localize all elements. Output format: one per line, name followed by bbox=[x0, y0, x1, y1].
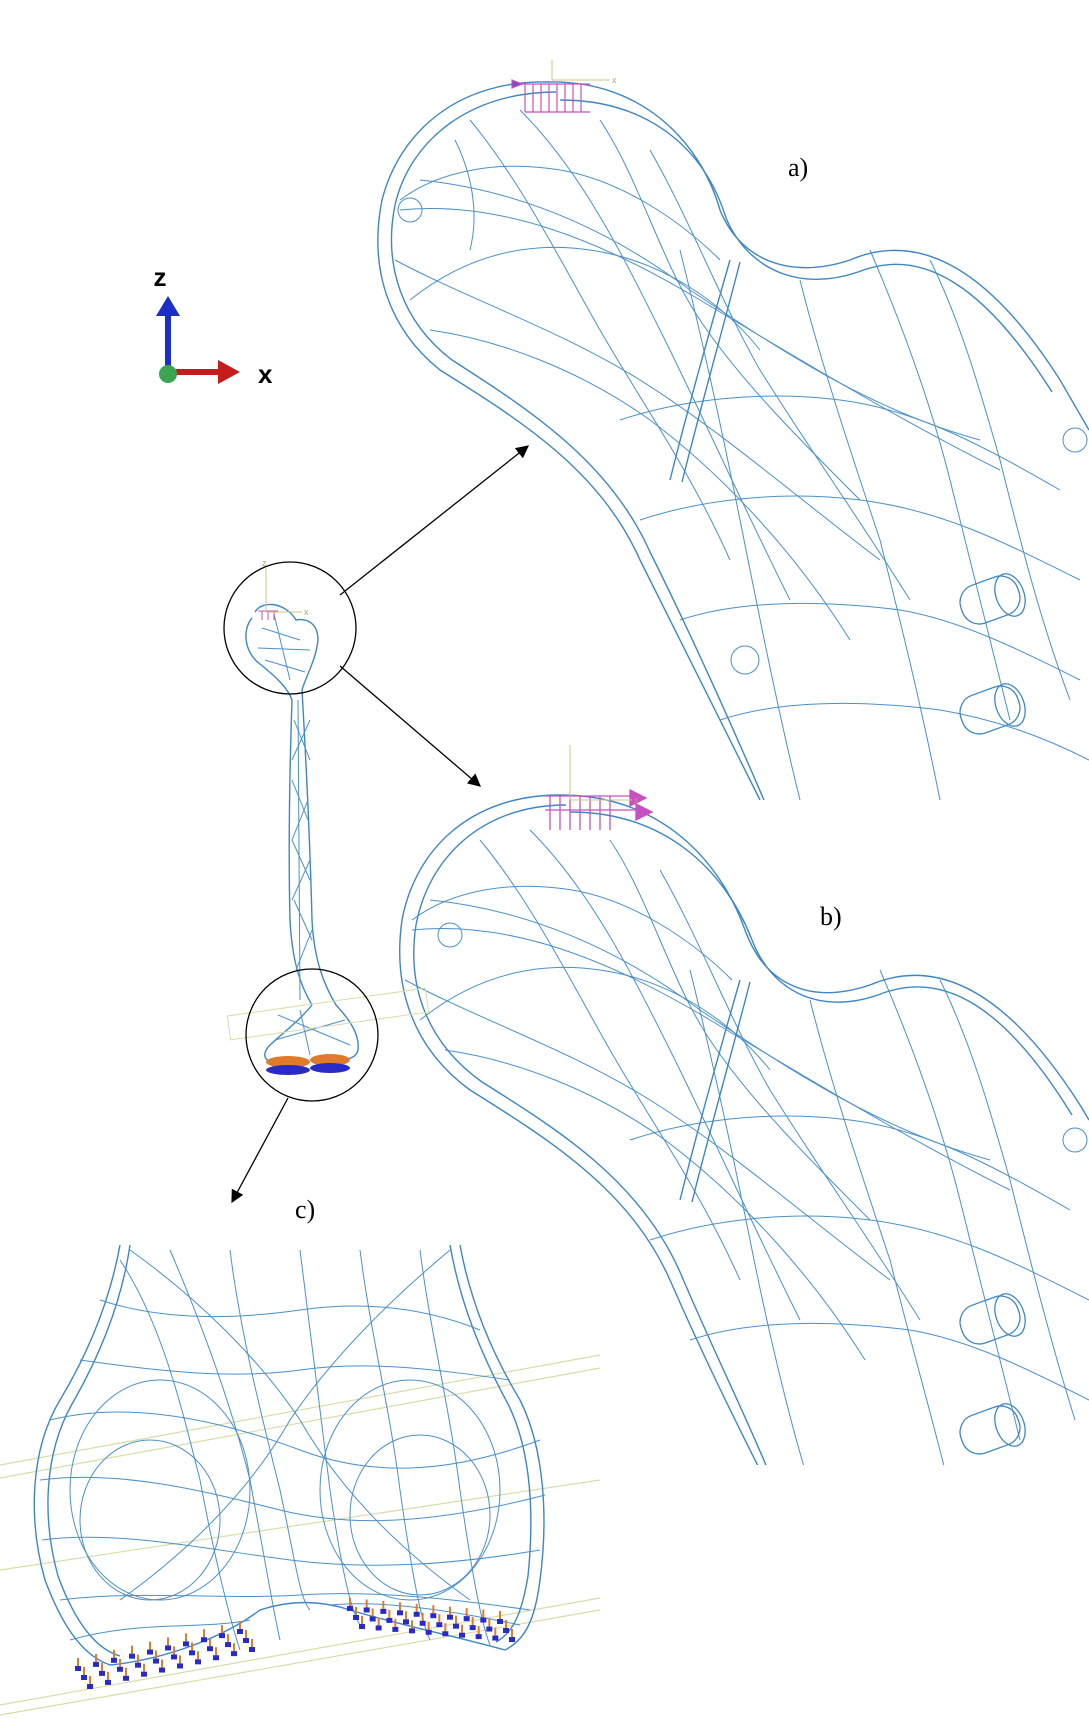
support-base bbox=[249, 1647, 255, 1652]
support-base bbox=[475, 1634, 482, 1640]
axis-z-label: z bbox=[154, 262, 167, 292]
support-base bbox=[225, 1642, 231, 1648]
support-base bbox=[243, 1638, 249, 1643]
support-base bbox=[413, 1611, 420, 1617]
support-base bbox=[447, 1614, 453, 1620]
support-base bbox=[392, 1626, 399, 1632]
coordinate-triad-icon: z x bbox=[154, 262, 274, 389]
support-base bbox=[117, 1666, 123, 1672]
support-base bbox=[503, 1628, 509, 1633]
support-base bbox=[99, 1670, 105, 1676]
mini-x-overview: x bbox=[304, 607, 309, 617]
support-base bbox=[509, 1637, 515, 1642]
support-base bbox=[492, 1635, 499, 1641]
support-base bbox=[147, 1649, 153, 1655]
support-base bbox=[111, 1657, 117, 1663]
support-base bbox=[425, 1629, 432, 1635]
support-base bbox=[469, 1625, 476, 1631]
mini-x-a: x bbox=[612, 75, 617, 85]
support-markers-overview bbox=[266, 1054, 350, 1075]
support-base bbox=[159, 1667, 165, 1673]
support-base bbox=[123, 1675, 129, 1681]
support-base bbox=[403, 1619, 409, 1625]
support-base bbox=[87, 1684, 93, 1689]
axis-x-label: x bbox=[258, 359, 273, 389]
panel-c-label: c) bbox=[295, 1195, 315, 1224]
mini-z-overview: z bbox=[262, 558, 267, 568]
support-base bbox=[442, 1631, 449, 1637]
support-base bbox=[171, 1654, 177, 1660]
panel-a-label: a) bbox=[788, 153, 808, 182]
support-base bbox=[213, 1655, 219, 1661]
support-base bbox=[135, 1662, 141, 1668]
load-marker-a bbox=[511, 79, 590, 113]
support-base bbox=[177, 1663, 183, 1669]
support-base bbox=[93, 1661, 99, 1667]
support-base bbox=[237, 1629, 243, 1634]
zoom-circle-proximal bbox=[223, 561, 357, 695]
support-base bbox=[195, 1659, 201, 1665]
support-base bbox=[165, 1645, 171, 1651]
support-base bbox=[430, 1613, 437, 1619]
support-base bbox=[353, 1615, 359, 1620]
support-base bbox=[347, 1606, 353, 1611]
zoom-arrow-icon bbox=[231, 445, 530, 1204]
load-marker-b bbox=[545, 788, 654, 830]
support-base bbox=[231, 1651, 237, 1657]
support-base bbox=[419, 1620, 426, 1626]
support-base bbox=[436, 1622, 443, 1628]
support-base bbox=[75, 1666, 81, 1671]
mini-z-a: z bbox=[549, 10, 554, 20]
support-base bbox=[183, 1641, 189, 1647]
support-base bbox=[375, 1625, 382, 1631]
support-markers-panel-c bbox=[75, 1598, 515, 1689]
support-base bbox=[141, 1671, 147, 1677]
panel-b-femur-head-mesh: z x bbox=[399, 729, 1089, 1465]
support-base bbox=[219, 1633, 225, 1639]
support-base bbox=[153, 1658, 159, 1664]
support-base bbox=[363, 1607, 370, 1613]
mini-triad-a: z x bbox=[549, 10, 617, 85]
support-base bbox=[459, 1632, 465, 1638]
panel-c-distal-femur-mesh bbox=[0, 1244, 600, 1716]
support-base bbox=[480, 1617, 487, 1623]
support-base bbox=[359, 1624, 365, 1629]
support-base bbox=[129, 1653, 135, 1659]
support-base bbox=[380, 1608, 387, 1614]
mini-z-b: z bbox=[567, 729, 572, 739]
support-base bbox=[207, 1646, 213, 1652]
support-base bbox=[397, 1610, 403, 1616]
support-base bbox=[105, 1679, 111, 1685]
mini-triad-b: z x bbox=[567, 729, 639, 805]
support-base bbox=[369, 1616, 376, 1622]
support-base bbox=[386, 1617, 393, 1623]
panel-b-label: b) bbox=[820, 902, 842, 931]
mini-x-b: x bbox=[634, 795, 639, 805]
support-base bbox=[497, 1619, 503, 1624]
zoom-circle-distal bbox=[245, 968, 379, 1102]
support-base bbox=[409, 1628, 415, 1634]
support-base bbox=[81, 1675, 87, 1680]
support-base bbox=[453, 1623, 459, 1629]
panel-a-femur-head-mesh: z x bbox=[377, 10, 1089, 800]
support-base bbox=[463, 1616, 470, 1622]
support-base bbox=[201, 1637, 207, 1643]
mini-triad-overview: z x bbox=[262, 558, 309, 617]
support-base bbox=[189, 1650, 195, 1656]
support-base bbox=[486, 1626, 493, 1632]
whole-femur-mesh: z x bbox=[223, 558, 430, 1102]
